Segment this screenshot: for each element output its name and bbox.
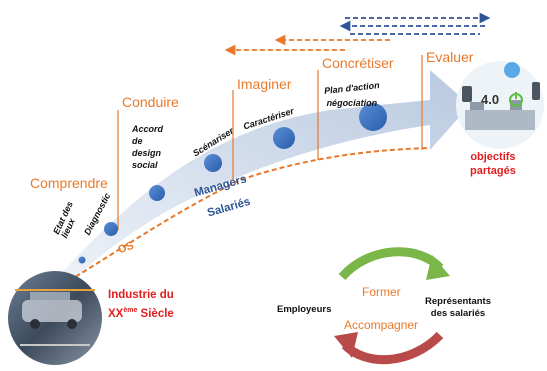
goal-label: objectifs partagés xyxy=(470,151,516,177)
cycle-former: Former xyxy=(362,285,401,299)
feedback-arrows xyxy=(224,12,491,56)
step-dot-6 xyxy=(359,103,387,131)
stage-concretiser: Concrétiser xyxy=(322,55,394,71)
step-dot-1 xyxy=(78,256,86,264)
cycle-accompagner: Accompagner xyxy=(344,318,419,332)
trajectory-dashed-line xyxy=(61,147,431,286)
step-dots xyxy=(78,103,387,264)
industry-4-graphic xyxy=(456,61,544,149)
step-accord-design-social: Accord de design social xyxy=(132,124,164,170)
cycle-arrows xyxy=(334,247,450,365)
start-label: Industrie du XXème Siècle xyxy=(108,289,174,320)
step-dot-3 xyxy=(149,185,165,201)
industry-4-text: 4.0 xyxy=(481,92,500,107)
actor-employeurs: Employeurs xyxy=(277,304,332,315)
step-plan-action: Plan d'action négociation xyxy=(323,80,381,108)
step-dot-4 xyxy=(204,154,222,172)
stage-conduire: Conduire xyxy=(122,94,179,110)
actor-representants: Représentants des salariés xyxy=(425,296,491,319)
stage-evaluer: Evaluer xyxy=(426,49,474,65)
stage-imaginer: Imaginer xyxy=(237,76,292,92)
step-dot-5 xyxy=(273,127,295,149)
step-dot-2 xyxy=(104,222,118,236)
stage-comprendre: Comprendre xyxy=(30,175,108,191)
factory-photo xyxy=(8,271,102,365)
stage-dividers xyxy=(117,55,423,230)
